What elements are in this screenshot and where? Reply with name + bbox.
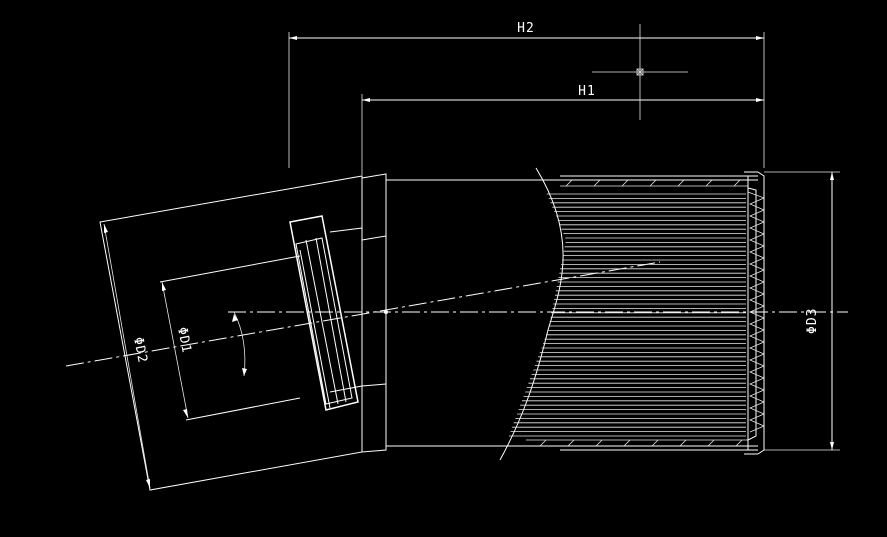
- dimension-d3: ΦD3: [764, 171, 840, 451]
- dimension-d2: ΦD2: [103, 223, 151, 489]
- label-d3: ΦD3: [805, 308, 820, 334]
- angle-arc: [233, 311, 246, 377]
- label-d2: ΦD2: [130, 336, 150, 365]
- dimension-h2: H2: [288, 21, 765, 168]
- center-point: [384, 310, 388, 314]
- flange: [361, 173, 387, 453]
- reference-crosshair: [592, 24, 688, 120]
- label-d1: ΦD1: [174, 326, 194, 355]
- filter-body: [386, 167, 766, 461]
- label-h1: H1: [578, 84, 596, 99]
- dimension-h1: H1: [361, 84, 764, 175]
- label-h2: H2: [517, 21, 535, 36]
- intake-pipe: [99, 175, 363, 491]
- dimension-d1: ΦD1: [161, 281, 194, 419]
